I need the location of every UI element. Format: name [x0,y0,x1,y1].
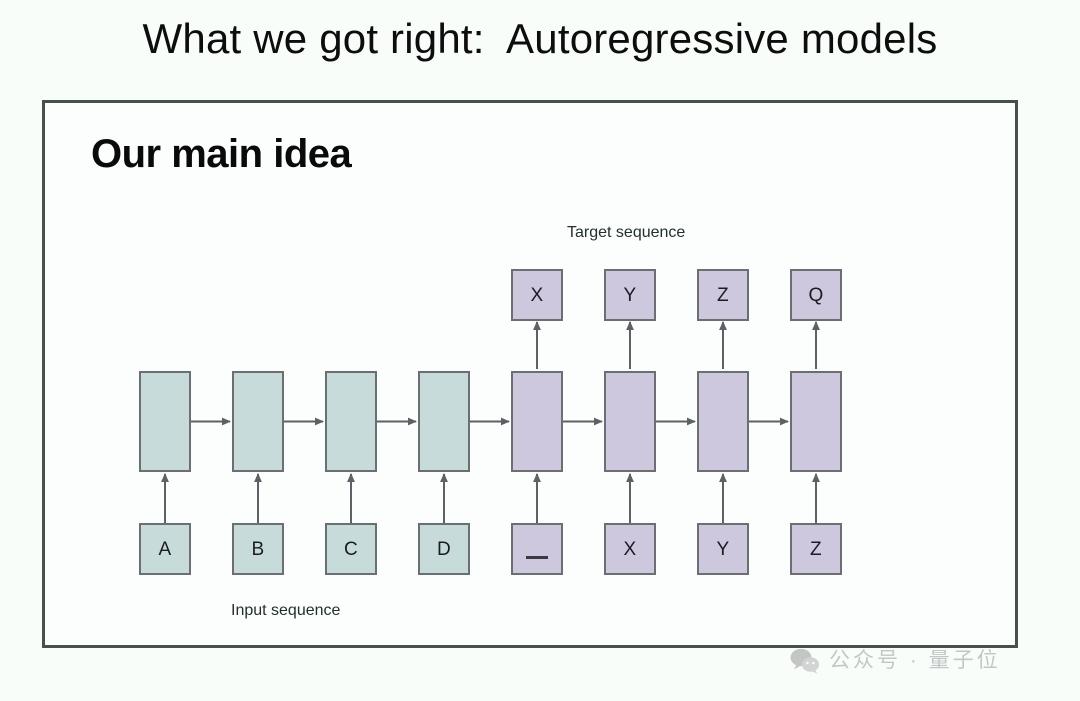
input-token-4 [511,523,563,575]
encoder-decoder-diagram: Target sequence X Y Z Q A B C D X Y Z In… [45,103,1021,651]
input-token-1: B [232,523,284,575]
input-token-6: Y [697,523,749,575]
watermark-text: 公众号 · 量子位 [829,649,1001,672]
target-token-3: Q [790,269,842,321]
watermark: 公众号 · 量子位 [790,648,1001,674]
hidden-state-4 [511,371,563,472]
input-token-2: C [325,523,377,575]
target-sequence-caption: Target sequence [567,224,686,241]
input-token-7: Z [790,523,842,575]
hidden-state-3 [418,371,470,472]
slide-frame: Our main idea [42,100,1018,648]
input-token-0: A [139,523,191,575]
input-token-5: X [604,523,656,575]
page-title: What we got right: Autoregressive models [142,15,938,62]
input-sequence-caption: Input sequence [231,602,341,619]
hidden-state-0 [139,371,191,472]
input-token-3: D [418,523,470,575]
wechat-icon [790,648,820,674]
target-token-1: Y [604,269,656,321]
underscore-glyph [526,555,548,559]
hidden-state-7 [790,371,842,472]
slide-title: Our main idea [91,132,352,176]
target-token-0: X [511,269,563,321]
hidden-state-2 [325,371,377,472]
target-token-2: Z [697,269,749,321]
hidden-state-6 [697,371,749,472]
hidden-state-5 [604,371,656,472]
hidden-state-1 [232,371,284,472]
